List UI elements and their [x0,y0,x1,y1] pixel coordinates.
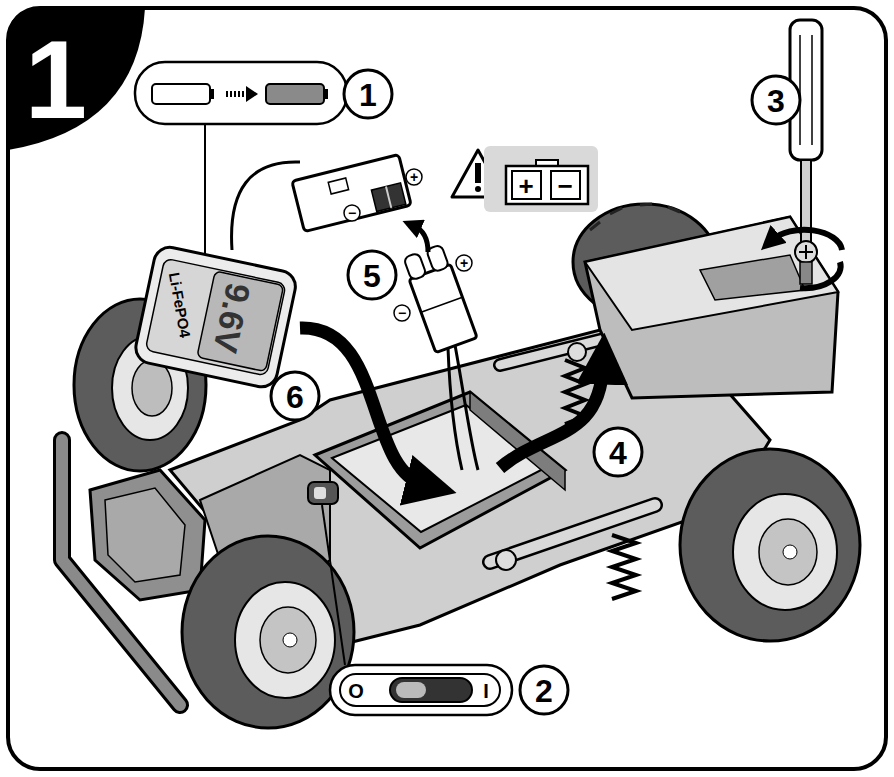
step-corner [8,8,145,150]
car-wire [448,345,478,470]
polarity-sign: + [410,170,418,184]
polarity-mark [406,169,422,185]
step-number: 1 [25,24,87,136]
polarity-sign: − [398,306,406,320]
switch-off-mark: O [348,681,364,701]
polarity-sign: − [348,206,356,220]
compartment-floor [332,405,545,532]
polarity-mark [456,255,472,271]
car-connector [402,244,478,353]
battery-wire [232,162,300,250]
callout-number: 5 [363,260,381,292]
callout-number: 6 [286,381,304,413]
insert-arrow [300,328,425,485]
cover-arrow [500,365,603,468]
battery-connector [292,155,411,232]
callout-box [135,62,347,124]
battery-voltage: 9.6V [208,280,256,355]
power-switch [308,482,338,504]
rotation-arrow [800,262,841,288]
warning-box [484,146,598,212]
battery-compartment [315,392,565,548]
leader-line [322,505,345,665]
switch-on-mark: I [483,681,489,701]
polarity-mark [344,205,360,221]
callout-circles [271,70,800,714]
screwdriver [772,20,842,288]
warning-mark [475,186,481,192]
front-bumper [62,440,205,705]
polarity-sign: + [460,256,468,270]
polarity-sign: − [557,173,572,199]
warning-mark [475,163,481,183]
callout-box [330,665,512,715]
polarity-sign: + [518,173,533,199]
battery-pack [133,244,298,389]
callout-number: 3 [767,85,785,117]
battery-swap-icon [152,84,328,104]
switch-slider [390,678,472,702]
rotation-arrow [772,230,842,250]
panel-frame [8,8,886,769]
battery-cover [585,217,838,398]
front-left-wheel [182,536,354,728]
callout-number: 2 [535,675,553,707]
tire-tread [590,204,680,230]
front-right-wheel [680,449,860,641]
switch-track [340,674,500,706]
polarity-mark [394,305,410,321]
callout-number: 4 [609,437,627,469]
polarity-icon [506,160,588,204]
battery-type: Li-FePO4 [167,271,193,338]
switch-knob [396,682,426,698]
leader-line [204,122,206,255]
connect-arrow [414,226,428,252]
callout-number: 1 [359,79,377,111]
